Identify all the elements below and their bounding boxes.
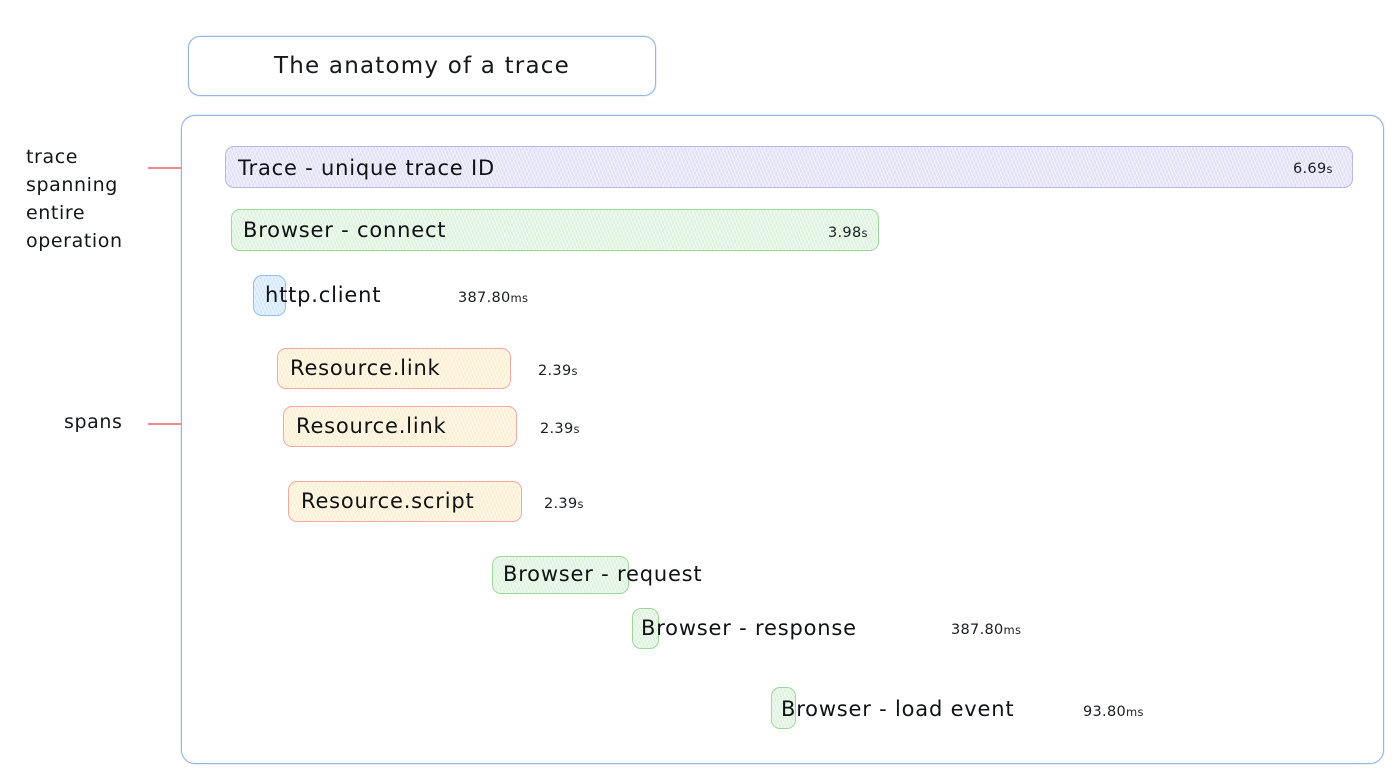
span-duration-value: 2.39 <box>544 496 578 512</box>
span-duration-unit: s <box>1326 162 1333 176</box>
span-duration-unit: s <box>861 226 868 240</box>
span-duration-unit: ms <box>1003 623 1022 637</box>
span-label: http.client <box>265 283 382 307</box>
span-duration-value: 2.39 <box>538 363 572 379</box>
annotation-trace-spanning-entire-operation: trace spanning entire operation <box>26 146 123 252</box>
span-duration: 6.69s <box>1293 161 1333 177</box>
span-duration-unit: s <box>571 364 578 378</box>
span-bar[interactable] <box>277 348 511 389</box>
page-title: The anatomy of a trace <box>274 53 570 79</box>
span-duration-unit: ms <box>1126 705 1144 719</box>
span-duration: 387.80ms <box>951 622 1021 638</box>
span-duration-value: 2.39 <box>540 421 574 437</box>
span-bar[interactable] <box>231 209 879 251</box>
span-bar[interactable] <box>253 275 286 316</box>
span-bar[interactable] <box>492 556 629 594</box>
span-duration: 2.39s <box>544 496 584 512</box>
span-duration-unit: s <box>573 422 580 436</box>
span-duration-value: 93.80 <box>1083 704 1127 720</box>
annotation-spans: spans <box>64 411 123 433</box>
span-bar[interactable] <box>771 687 796 729</box>
span-label: Browser - response <box>641 616 857 640</box>
span-label: Resource.link <box>296 414 447 438</box>
span-duration: 387.80ms <box>458 290 528 306</box>
diagram-title-card: The anatomy of a trace <box>188 36 656 96</box>
span-duration-value: 3.98 <box>828 225 862 241</box>
span-duration: 2.39s <box>540 421 580 437</box>
leader-line-spans-horizontal <box>148 423 212 425</box>
span-bar[interactable] <box>288 481 522 522</box>
span-bar[interactable] <box>225 146 1353 188</box>
span-duration-value: 387.80 <box>458 290 511 306</box>
span-bar[interactable] <box>632 608 659 649</box>
span-label: Browser - load event <box>781 697 1015 721</box>
span-label: Resource.script <box>301 489 475 513</box>
span-duration-unit: s <box>577 497 584 511</box>
span-label: Resource.link <box>290 356 441 380</box>
span-duration: 2.39s <box>538 363 578 379</box>
span-duration: 3.98s <box>828 225 868 241</box>
leader-line-trace-horizontal <box>148 167 206 169</box>
span-label: Browser - connect <box>243 218 447 242</box>
span-duration-unit: ms <box>510 291 529 305</box>
span-duration-value: 6.69 <box>1293 161 1327 177</box>
span-duration: 93.80ms <box>1083 704 1144 720</box>
span-duration-value: 387.80 <box>951 622 1004 638</box>
span-label: Trace - unique trace ID <box>238 156 495 180</box>
span-label: Browser - request <box>503 562 703 586</box>
span-bar[interactable] <box>283 406 517 447</box>
